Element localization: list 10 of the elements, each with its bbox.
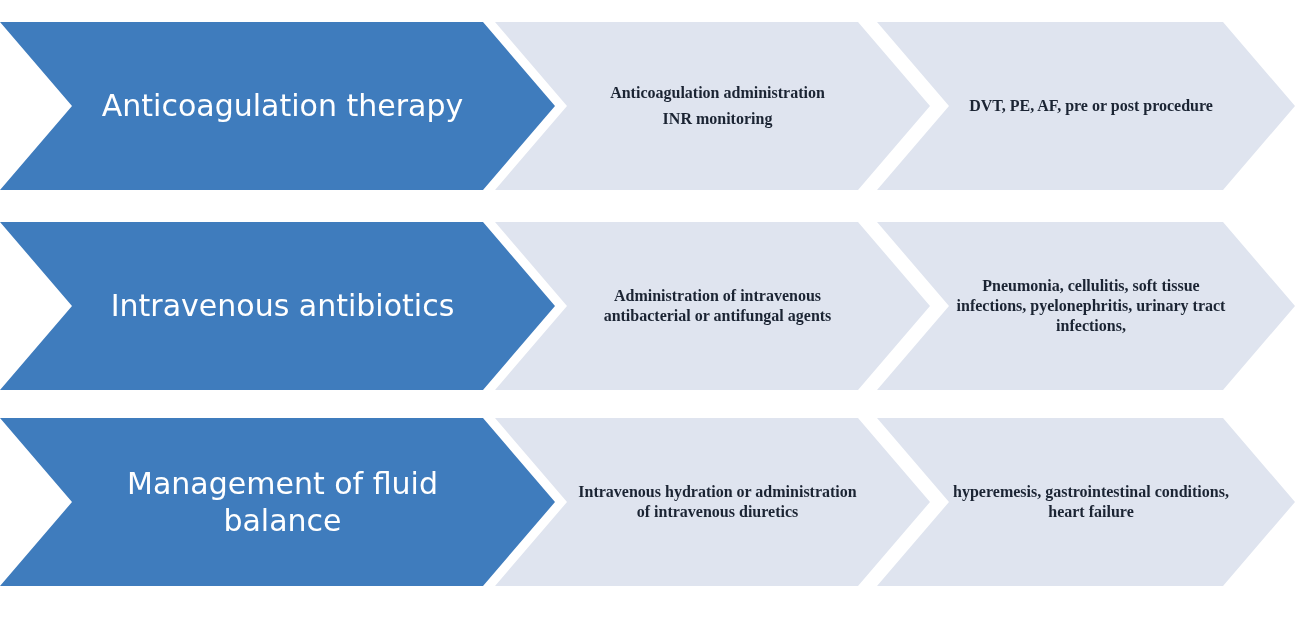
step-title: Intravenous antibiotics (109, 287, 456, 325)
step-text: hyperemesis, gastrointestinal conditions, heart failure (953, 482, 1229, 522)
step-text: Pneumonia, cellulitis, soft tissue infections, pyelonephritis, urinary tract infections, (955, 276, 1227, 336)
step-title: Anticoagulation therapy (100, 87, 465, 125)
step-text: Intravenous hydration or administration of intravenous diuretics (577, 482, 858, 522)
step-text: INR monitoring (662, 109, 773, 129)
step-text: Administration of intravenous antibacterial or antifungal agents (602, 286, 833, 326)
step-title: Management of fluid balance (126, 464, 439, 540)
step-text: DVT, PE, AF, pre or post procedure (969, 96, 1213, 116)
step-text: Anticoagulation administration (610, 83, 825, 103)
